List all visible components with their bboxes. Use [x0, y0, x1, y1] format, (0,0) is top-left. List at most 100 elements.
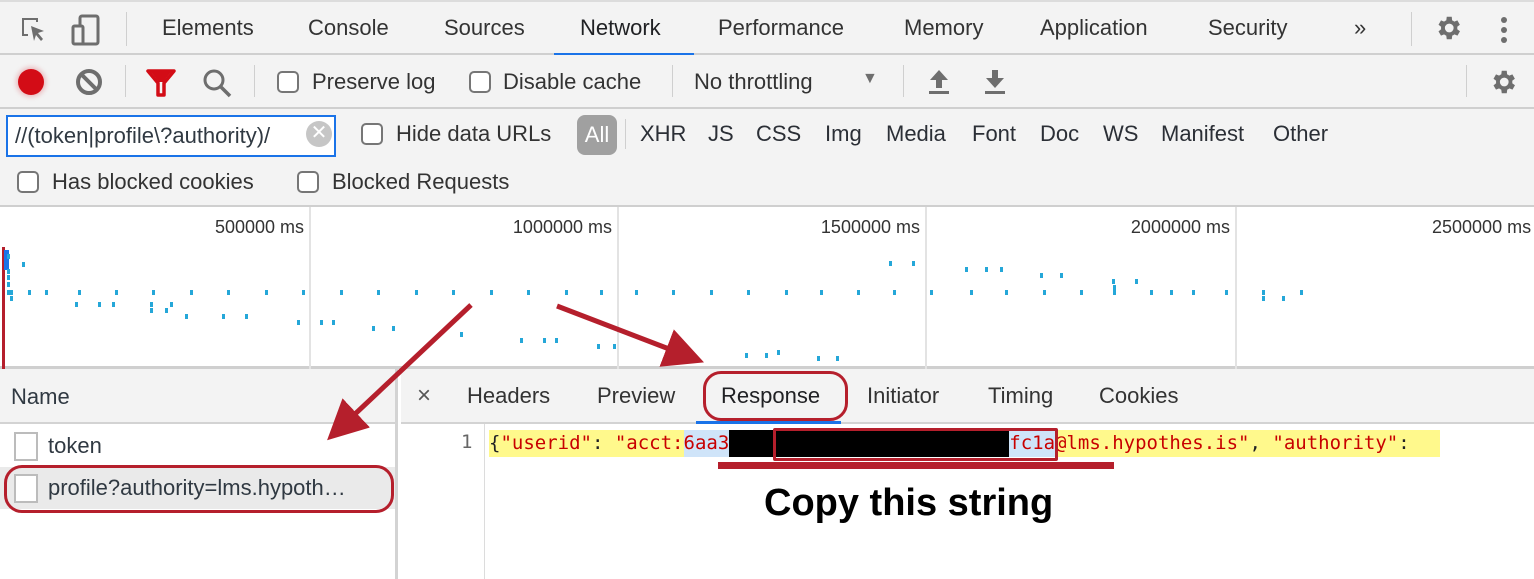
type-filter-manifest[interactable]: Manifest [1161, 121, 1245, 146]
request-bar [635, 290, 638, 295]
response-tab-highlight [703, 371, 848, 421]
more-tabs-button[interactable]: » [1354, 15, 1367, 40]
tab-application[interactable]: Application [1040, 15, 1148, 40]
request-bar [1282, 296, 1285, 301]
request-bar [320, 320, 323, 325]
tab-preview[interactable]: Preview [597, 383, 676, 408]
preserve-log-checkbox[interactable] [277, 71, 299, 93]
request-bar [10, 290, 13, 295]
type-filter-js[interactable]: JS [708, 121, 734, 146]
detail-tab-bar: × Headers Preview Response Initiator Tim… [401, 369, 1534, 424]
network-overview-timeline[interactable]: 500000 ms 1000000 ms 1500000 ms 2000000 … [0, 207, 1534, 369]
filter-icon[interactable] [146, 69, 176, 102]
dom-content-loaded-marker [4, 250, 9, 270]
userid-start[interactable]: 6aa3 [683, 430, 730, 457]
has-blocked-cookies-checkbox[interactable] [17, 171, 39, 193]
request-bar [747, 290, 750, 295]
type-filter-other[interactable]: Other [1273, 121, 1329, 146]
search-icon[interactable] [202, 68, 232, 103]
type-filter-css[interactable]: CSS [756, 121, 802, 146]
type-filter-ws[interactable]: WS [1103, 121, 1139, 146]
gridline [617, 207, 619, 369]
hide-data-urls-checkbox[interactable] [361, 123, 383, 145]
request-bar [1300, 290, 1303, 295]
tab-elements[interactable]: Elements [162, 15, 254, 40]
request-bar [415, 290, 418, 295]
tab-sources[interactable]: Sources [444, 15, 525, 40]
request-bar [1135, 279, 1138, 284]
clear-icon[interactable] [75, 68, 103, 101]
request-bar [28, 290, 31, 295]
request-bar [765, 353, 768, 358]
request-bar [527, 290, 530, 295]
code-colon: : [1398, 430, 1440, 457]
request-row-profile[interactable]: profile?authority=lms.hypoth… [0, 467, 395, 509]
import-har-icon[interactable] [928, 69, 950, 100]
network-settings-gear-icon[interactable] [1488, 67, 1518, 102]
request-bar [1113, 290, 1116, 295]
clear-filter-icon[interactable]: ✕ [306, 121, 332, 147]
kebab-menu-icon[interactable] [1494, 14, 1514, 46]
request-bar [613, 344, 616, 349]
request-bar [1113, 285, 1116, 290]
disable-cache-label: Disable cache [503, 69, 642, 94]
request-bar [115, 290, 118, 295]
tab-network[interactable]: Network [580, 15, 661, 40]
close-detail-icon[interactable]: × [417, 382, 432, 409]
tab-security[interactable]: Security [1208, 15, 1288, 40]
time-tick-label: 2500000 ms [1432, 217, 1532, 237]
record-button[interactable] [18, 69, 44, 95]
request-bar [150, 302, 153, 307]
inspect-element-icon[interactable] [18, 14, 50, 46]
throttling-select[interactable]: No throttling ▼ [694, 63, 884, 101]
request-bar [22, 262, 25, 267]
request-bar [836, 356, 839, 361]
request-bar [7, 254, 10, 259]
request-name: profile?authority=lms.hypoth… [48, 475, 346, 500]
separator [1466, 65, 1467, 97]
tab-console[interactable]: Console [308, 15, 389, 40]
blocked-requests-checkbox[interactable] [297, 171, 319, 193]
request-bar [1043, 290, 1046, 295]
tab-initiator[interactable]: Initiator [867, 383, 940, 408]
type-filter-media[interactable]: Media [886, 121, 946, 146]
filter-input[interactable]: //(token|profile\?authority)/ [6, 115, 336, 157]
request-bar [190, 290, 193, 295]
type-filter-img[interactable]: Img [825, 121, 862, 146]
request-bar [340, 290, 343, 295]
export-har-icon[interactable] [984, 69, 1006, 100]
request-bar [1150, 290, 1153, 295]
request-bar [1192, 290, 1195, 295]
tab-memory[interactable]: Memory [904, 15, 984, 40]
line-number: 1 [461, 431, 473, 453]
gear-icon[interactable] [1433, 13, 1465, 45]
request-bar [1080, 290, 1083, 295]
tab-timing[interactable]: Timing [988, 383, 1054, 408]
request-row-token[interactable]: token [0, 425, 395, 467]
request-bar [1060, 273, 1063, 278]
tab-response[interactable]: Response [721, 383, 821, 408]
gridline [925, 207, 927, 369]
type-filter-xhr[interactable]: XHR [640, 121, 687, 146]
active-tab-indicator [696, 421, 841, 424]
userid-end[interactable]: fc1a [1009, 430, 1056, 457]
tab-performance[interactable]: Performance [718, 15, 844, 40]
preserve-log-label: Preserve log [312, 69, 436, 94]
request-bar [543, 338, 546, 343]
type-filter-doc[interactable]: Doc [1040, 121, 1080, 146]
request-bar [745, 353, 748, 358]
device-toolbar-icon[interactable] [70, 14, 102, 46]
request-bar [1262, 296, 1265, 301]
filter-bar: //(token|profile\?authority)/ ✕ Hide dat… [0, 109, 1534, 207]
type-filter-font[interactable]: Font [972, 121, 1017, 146]
request-bar [893, 290, 896, 295]
name-column-header[interactable]: Name [0, 369, 395, 424]
request-bar [112, 302, 115, 307]
blocked-requests-label: Blocked Requests [332, 169, 510, 194]
request-name: token [48, 433, 102, 458]
tab-cookies[interactable]: Cookies [1099, 383, 1179, 408]
disable-cache-checkbox[interactable] [469, 71, 491, 93]
type-filter-all[interactable]: All [577, 115, 617, 155]
tab-headers[interactable]: Headers [467, 383, 551, 408]
